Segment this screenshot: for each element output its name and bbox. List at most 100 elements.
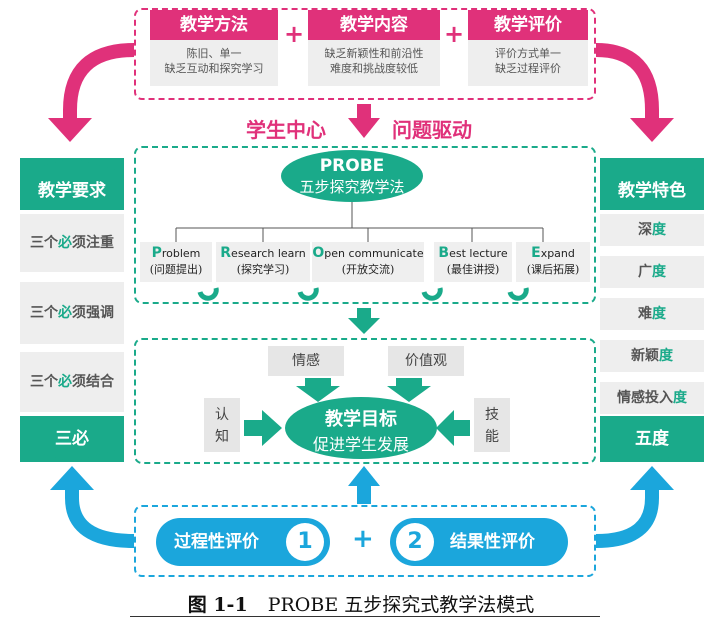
figure-title: PROBE 五步探究式教学法模式 [267, 594, 535, 616]
pink-arrowhead-left [48, 118, 92, 142]
process-evaluation-pill: 过程性评价 1 [156, 518, 330, 566]
teal-down-shaft [357, 308, 371, 320]
left-item-post: 须结合 [72, 374, 114, 390]
probe-subtitle: 五步探究教学法 [299, 178, 405, 196]
problem-card-method: 教学方法 陈旧、单一 缺乏互动和探究学习 [150, 10, 278, 86]
pink-arrowhead-right [630, 118, 674, 142]
left-item-pre: 三个 [30, 235, 58, 251]
blue-arrowhead-left [50, 466, 94, 490]
step-open: Open communicate (开放交流) [312, 242, 424, 282]
step-initial: E [531, 245, 541, 261]
figure-caption: 图 1-1 PROBE 五步探究式教学法模式 [0, 590, 722, 617]
right-item-highlight: 度 [652, 306, 666, 322]
number-badge: 1 [286, 523, 324, 561]
pink-arrow-left [63, 43, 135, 120]
right-foot-label: 五度 [635, 429, 669, 449]
problem-card-title: 教学评价 [468, 10, 588, 40]
left-item-highlight: 必 [58, 374, 72, 390]
step-expand: Expand (课后拓展) [516, 242, 590, 282]
process-evaluation-label: 过程性评价 [174, 532, 259, 552]
left-item: 三个必须结合 [20, 352, 124, 412]
goal-title: 教学目标 [325, 409, 397, 430]
right-item-pre: 难 [638, 306, 652, 322]
pink-down-head [348, 118, 380, 138]
caption-rule [130, 616, 600, 617]
skill-box: 技 能 [474, 398, 510, 452]
pink-down-shaft [357, 104, 371, 120]
left-head-shape [20, 158, 124, 210]
loop-arrows [197, 287, 529, 301]
values-box: 价值观 [388, 346, 464, 376]
right-item-highlight: 度 [652, 264, 666, 280]
problem-card-desc: 缺乏新颖性和前沿性 难度和挑战度较低 [324, 47, 424, 75]
right-item: 新颖度 [600, 340, 704, 372]
probe-oval: PROBE 五步探究教学法 [281, 150, 423, 202]
cognition-box: 认 知 [204, 398, 240, 452]
right-item-pre: 情感投入 [617, 390, 673, 406]
step-initial: R [220, 245, 232, 261]
right-foot: 五度 [600, 416, 704, 462]
left-item: 三个必须强调 [20, 282, 124, 344]
right-item-pre: 深 [638, 222, 652, 238]
slogan-left: 学生中心 [246, 118, 326, 142]
result-evaluation-label: 结果性评价 [450, 532, 535, 552]
plus-sign: + [352, 524, 374, 554]
blue-arrow-left [65, 488, 135, 548]
right-item: 情感投入度 [600, 382, 704, 414]
right-item: 难度 [600, 298, 704, 330]
figure-number: 图 1-1 [187, 594, 248, 616]
left-item-highlight: 必 [58, 305, 72, 321]
pink-arrow-right [595, 43, 659, 120]
step-research: Research learn (探究学习) [216, 242, 310, 282]
blue-arrow-right [595, 488, 659, 548]
step-word: esearch learn [231, 247, 306, 260]
arrow-from-cognition [244, 410, 282, 446]
right-item-pre: 广 [638, 264, 652, 280]
left-item-highlight: 必 [58, 235, 72, 251]
goal-subtitle: 促进学生发展 [312, 435, 409, 454]
blue-arrowhead-right [630, 466, 674, 490]
problem-card-content: 教学内容 缺乏新颖性和前沿性 难度和挑战度较低 [308, 10, 440, 86]
evaluation-frame [134, 505, 596, 577]
plus-sign: + [444, 20, 465, 48]
step-zh: (课后拓展) [526, 263, 580, 276]
problem-card-desc: 陈旧、单一 缺乏互动和探究学习 [164, 47, 264, 75]
step-word: roblem [161, 247, 201, 260]
right-item: 广度 [600, 256, 704, 288]
step-zh: (探究学习) [236, 263, 290, 276]
arrow-from-emotion [296, 378, 340, 402]
emotion-box: 情感 [268, 346, 344, 376]
left-item: 三个必须注重 [20, 214, 124, 272]
left-foot-shape [20, 416, 124, 462]
problem-card-desc: 评价方式单一 缺乏过程评价 [495, 47, 561, 75]
problem-card-title: 教学内容 [308, 10, 440, 40]
step-zh: (开放交流) [341, 263, 395, 276]
plus-sign: + [284, 20, 305, 48]
right-item: 深度 [600, 214, 704, 246]
step-initial: O [312, 245, 325, 261]
step-best: Best lecture (最佳讲授) [434, 242, 512, 282]
slogan-right: 问题驱动 [392, 118, 472, 142]
right-item-highlight: 度 [673, 390, 687, 406]
right-item-highlight: 度 [652, 222, 666, 238]
step-word: pen communicate [324, 247, 424, 260]
arrow-from-values [387, 378, 431, 402]
step-word: xpand [540, 247, 575, 260]
step-initial: B [438, 245, 450, 261]
result-evaluation-pill: 2 结果性评价 [390, 518, 568, 566]
probe-tree [175, 202, 544, 242]
right-item-pre: 新颖 [631, 348, 659, 364]
teal-down-head [348, 318, 380, 334]
left-head-label: 教学要求 [38, 181, 106, 201]
step-initial: P [151, 245, 162, 261]
arrow-from-skill [436, 410, 470, 446]
probe-frame [134, 146, 596, 304]
left-item-post: 须注重 [72, 235, 114, 251]
left-item-post: 须强调 [72, 305, 114, 321]
right-head-label: 教学特色 [618, 181, 686, 201]
right-head-shape [600, 158, 704, 210]
number-badge: 2 [396, 523, 434, 561]
step-problem: Problem (问题提出) [140, 242, 212, 282]
left-item-pre: 三个 [30, 305, 58, 321]
